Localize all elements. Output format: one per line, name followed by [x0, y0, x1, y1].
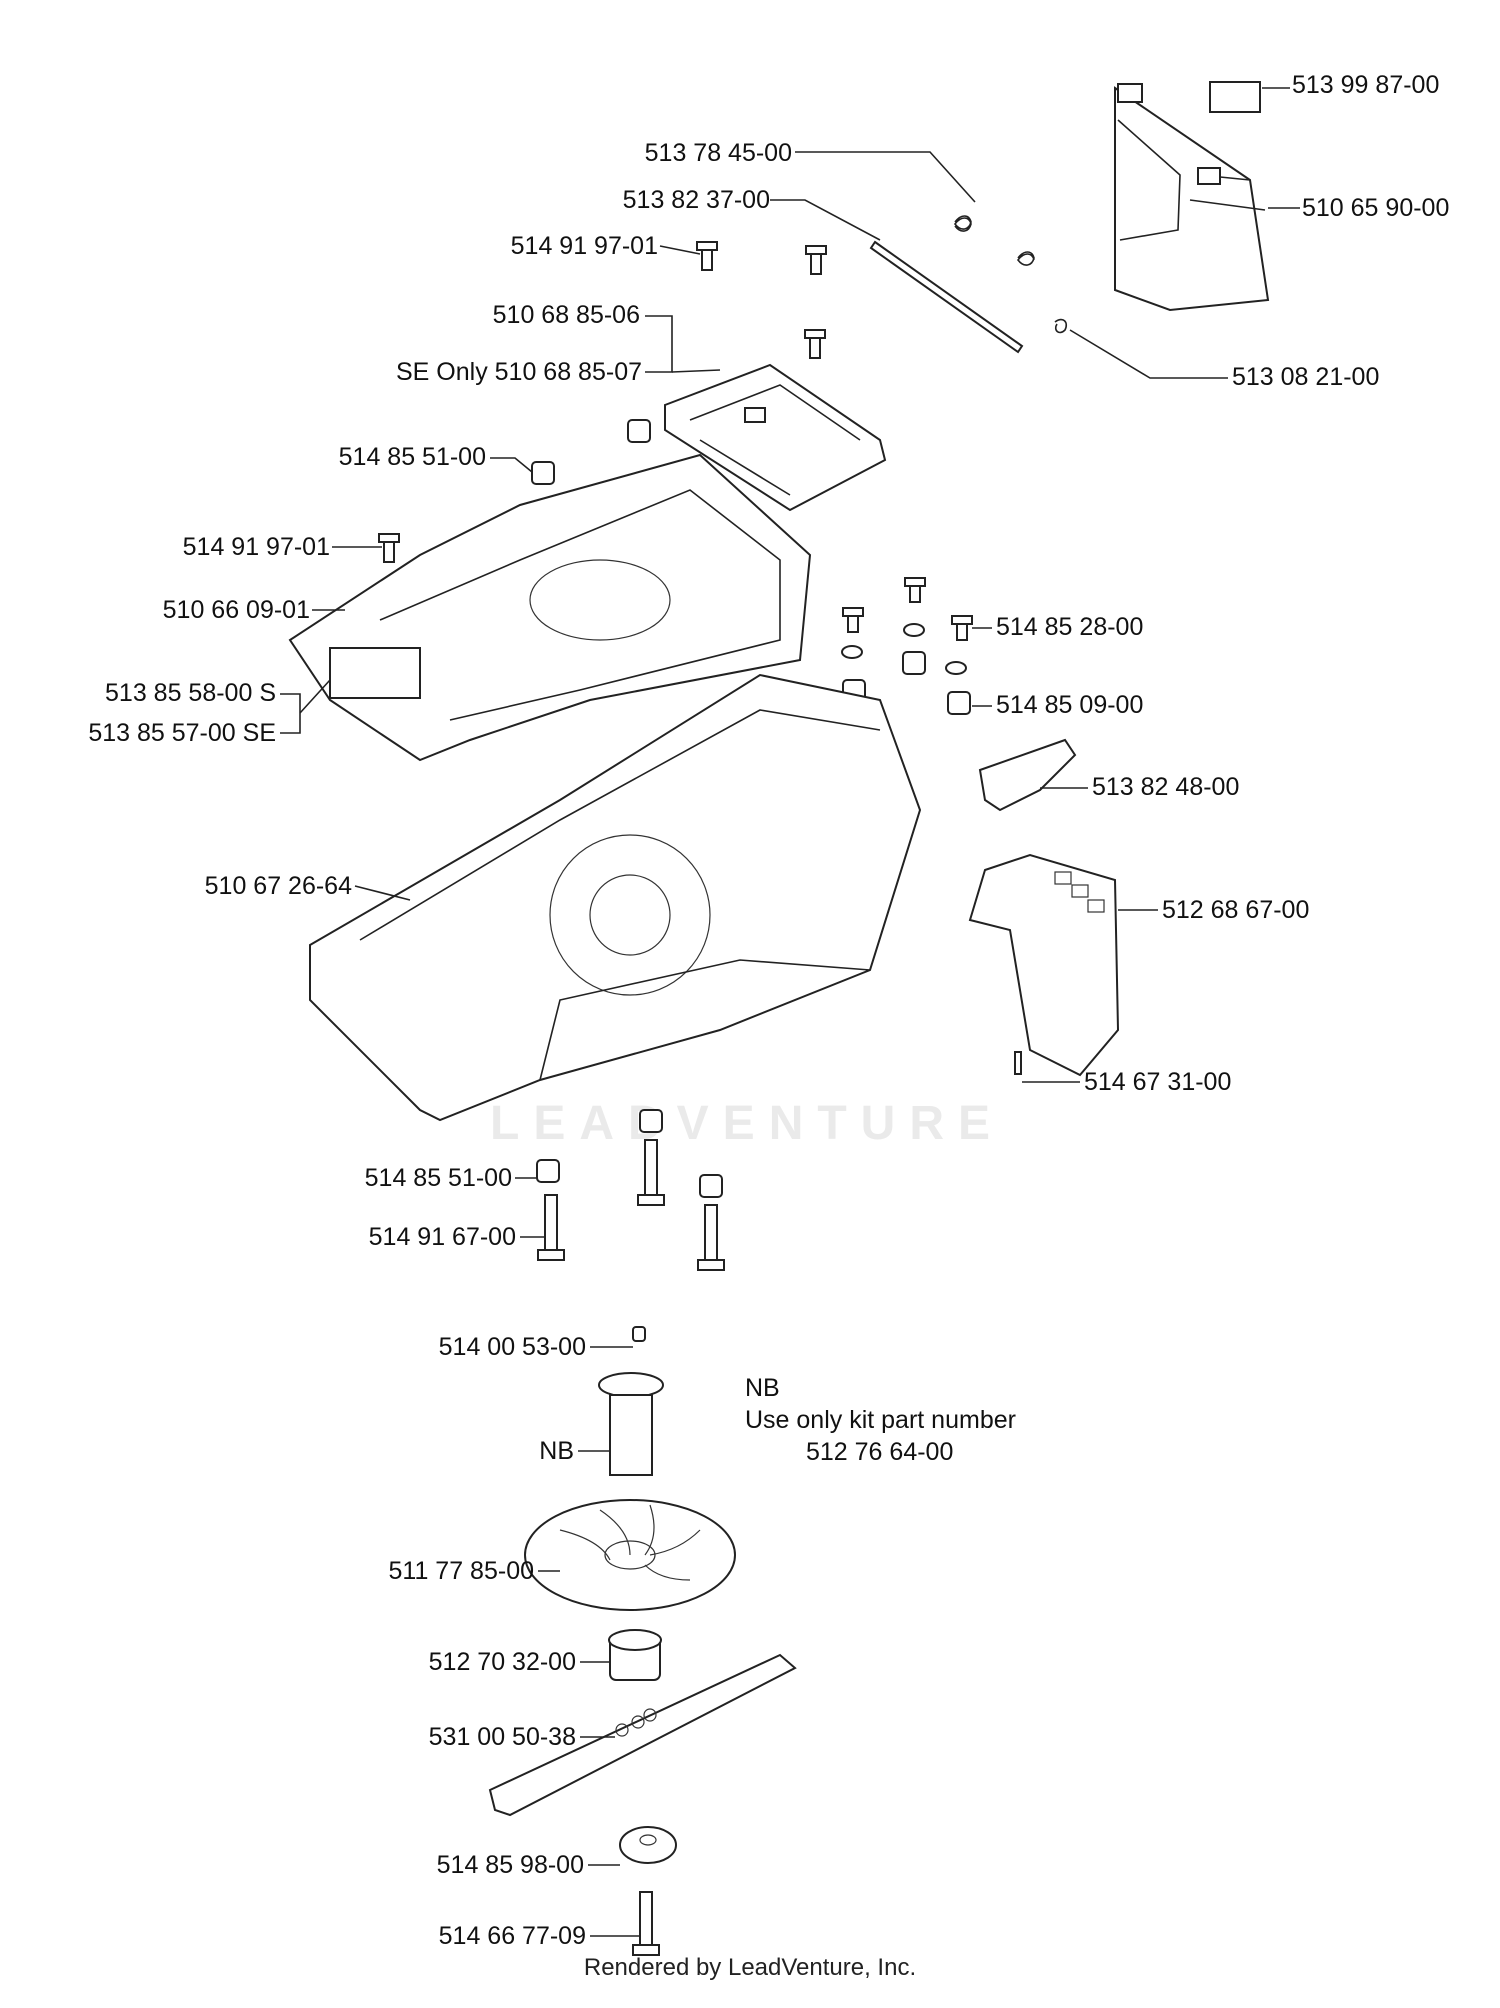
bolt-b3[interactable] [697, 1204, 725, 1271]
label-514673100: 514 67 31-00 [1084, 1068, 1232, 1096]
screw-514852800[interactable] [951, 615, 973, 641]
cover-plate-510688506[interactable] [664, 363, 887, 512]
blade-531005038[interactable] [488, 1653, 797, 1817]
label-514855100b: 514 85 51-00 [364, 1164, 512, 1192]
label-514855100a: 514 85 51-00 [338, 443, 486, 471]
washer-514859800[interactable] [619, 1826, 677, 1864]
label-514919701b: 514 91 97-01 [182, 533, 330, 561]
bolt-514916700[interactable] [537, 1194, 565, 1261]
side-guard-512686700[interactable] [968, 853, 1120, 1077]
note-kit-number: 512 76 64-00 [806, 1438, 954, 1466]
washer-1[interactable] [903, 623, 925, 637]
label-513998700: 513 99 87-00 [1292, 71, 1440, 99]
bolt-514667709[interactable] [632, 1891, 660, 1956]
bolt-b2[interactable] [637, 1139, 665, 1206]
label-nb: NB [539, 1437, 574, 1465]
note-line1: Use only kit part number [745, 1406, 1016, 1434]
adapter-nb[interactable] [598, 1372, 664, 1476]
label-510688506: 510 68 85-06 [492, 301, 640, 329]
label-510660901: 510 66 09-01 [162, 596, 310, 624]
key-514005300[interactable] [632, 1326, 646, 1342]
spring-513784500[interactable] [953, 215, 972, 232]
decal-513998700[interactable] [1209, 81, 1261, 113]
screw-top-3[interactable] [804, 329, 826, 359]
bush-b3[interactable] [699, 1174, 723, 1198]
leader-lines [280, 87, 1300, 1937]
screw-514673100[interactable] [1014, 1051, 1022, 1075]
label-513082100: 513 08 21-00 [1232, 363, 1380, 391]
screw-r3[interactable] [842, 607, 864, 633]
screw-top-2[interactable] [805, 245, 827, 275]
bush-b2[interactable] [639, 1109, 663, 1133]
upper-housing-510660901[interactable] [288, 453, 812, 762]
rod-513823700[interactable] [869, 240, 1024, 354]
label-510688507: SE Only 510 68 85-07 [396, 358, 642, 386]
label-511778500: 511 77 85-00 [388, 1557, 535, 1585]
label-514005300: 514 00 53-00 [438, 1333, 586, 1361]
label-514859800: 514 85 98-00 [436, 1851, 584, 1879]
label-513855800: 513 85 58-00 S [105, 679, 276, 707]
label-531005038: 531 00 50-38 [428, 1723, 576, 1751]
bush-514850900[interactable] [947, 691, 971, 715]
knob-514855100a[interactable] [531, 461, 555, 485]
screw-514919701a[interactable] [696, 241, 718, 271]
note-title: NB [745, 1374, 780, 1402]
label-513855700: 513 85 57-00 SE [88, 719, 276, 747]
knob-2[interactable] [627, 419, 651, 443]
washer-2[interactable] [945, 661, 967, 675]
screw-r2[interactable] [904, 577, 926, 603]
deck-510672664[interactable] [309, 673, 922, 1122]
hub-512703200[interactable] [608, 1629, 662, 1681]
label-514916700: 514 91 67-00 [368, 1223, 516, 1251]
footer-credit: Rendered by LeadVenture, Inc. [583, 1954, 917, 1981]
washer-3[interactable] [841, 645, 863, 659]
label-514850900: 514 85 09-00 [996, 691, 1144, 719]
label-514852800: 514 85 28-00 [996, 613, 1144, 641]
screw-514919701b[interactable] [378, 533, 400, 563]
bush-2[interactable] [902, 651, 926, 675]
grass-deflector[interactable] [1114, 83, 1270, 312]
label-513824800: 513 82 48-00 [1092, 773, 1240, 801]
bracket-513824800[interactable] [978, 738, 1077, 812]
label-514919701a: 514 91 97-01 [510, 232, 658, 260]
fan-511778500[interactable] [524, 1499, 736, 1611]
label-513784500: 513 78 45-00 [644, 139, 792, 167]
label-510672664: 510 67 26-64 [204, 872, 352, 900]
label-514667709: 514 66 77-09 [438, 1922, 586, 1950]
label-513823700: 513 82 37-00 [622, 186, 770, 214]
clip-513082100[interactable] [1054, 318, 1068, 334]
label-512686700: 512 68 67-00 [1162, 896, 1310, 924]
label-512703200: 512 70 32-00 [428, 1648, 576, 1676]
watermark: LEADVENTURE [490, 1097, 1005, 1150]
label-510659000: 510 65 90-00 [1302, 194, 1450, 222]
spring-small[interactable] [1016, 251, 1035, 266]
bush-514855100b[interactable] [536, 1159, 560, 1183]
